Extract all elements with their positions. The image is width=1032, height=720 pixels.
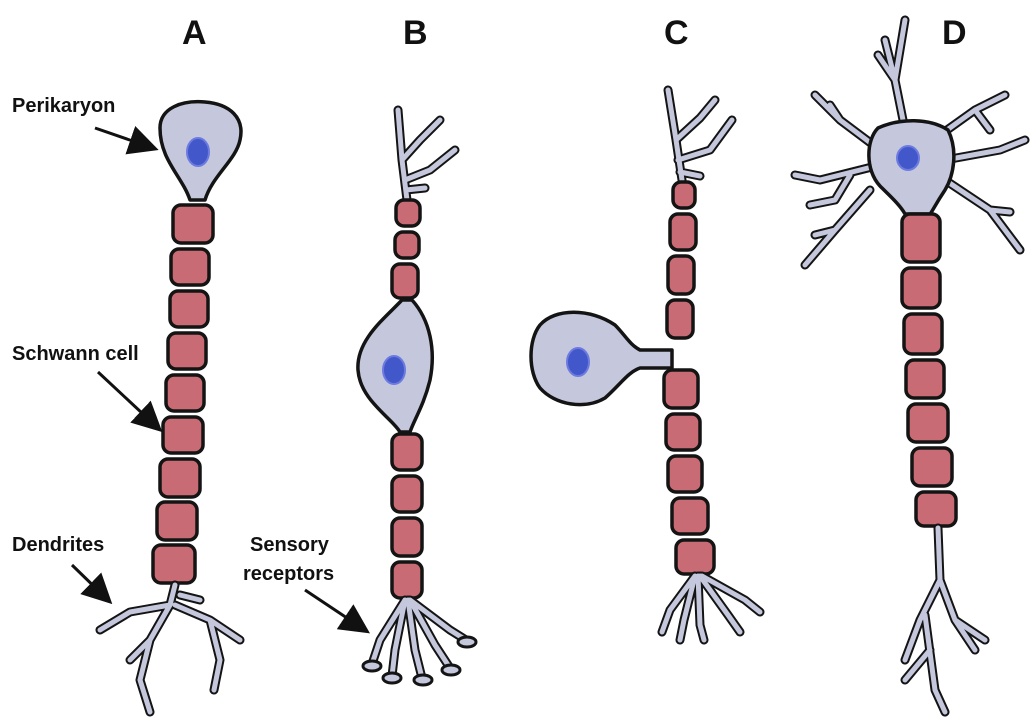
dendrites-a	[100, 585, 240, 712]
arrow-schwann-cell	[98, 372, 158, 428]
arrow-dendrites	[72, 565, 108, 600]
schwann-cells-a	[153, 205, 213, 583]
terminals-d	[905, 528, 985, 712]
panel-label-b: B	[403, 14, 428, 52]
sensory-receptors-b	[363, 600, 476, 685]
nucleus-c	[567, 348, 589, 376]
nucleus-a	[187, 138, 209, 166]
neuron-a	[100, 102, 241, 712]
schwann-cells-b	[392, 434, 422, 598]
arrow-sensory-receptors	[305, 590, 365, 630]
label-schwann-cell: Schwann cell	[12, 343, 139, 365]
panel-label-d: D	[942, 14, 967, 52]
label-perikaryon: Perikaryon	[12, 95, 115, 117]
panel-label-c: C	[664, 14, 689, 52]
terminals-c	[662, 576, 760, 640]
dendrites-b	[398, 110, 455, 200]
panel-label-a: A	[182, 14, 207, 52]
nucleus-b	[383, 356, 405, 384]
label-sensory: Sensory	[250, 534, 330, 556]
perikaryon-c	[531, 312, 672, 404]
dendrites-c	[668, 90, 732, 180]
schwann-cells-d	[902, 214, 956, 526]
neuron-c	[531, 90, 760, 640]
schwann-cells-c	[664, 370, 714, 574]
neuron-b	[358, 110, 476, 685]
neuron-d	[795, 20, 1025, 712]
label-dendrites: Dendrites	[12, 534, 104, 556]
label-receptors: receptors	[243, 563, 334, 585]
nucleus-d	[897, 146, 919, 170]
arrow-perikaryon	[95, 128, 153, 148]
